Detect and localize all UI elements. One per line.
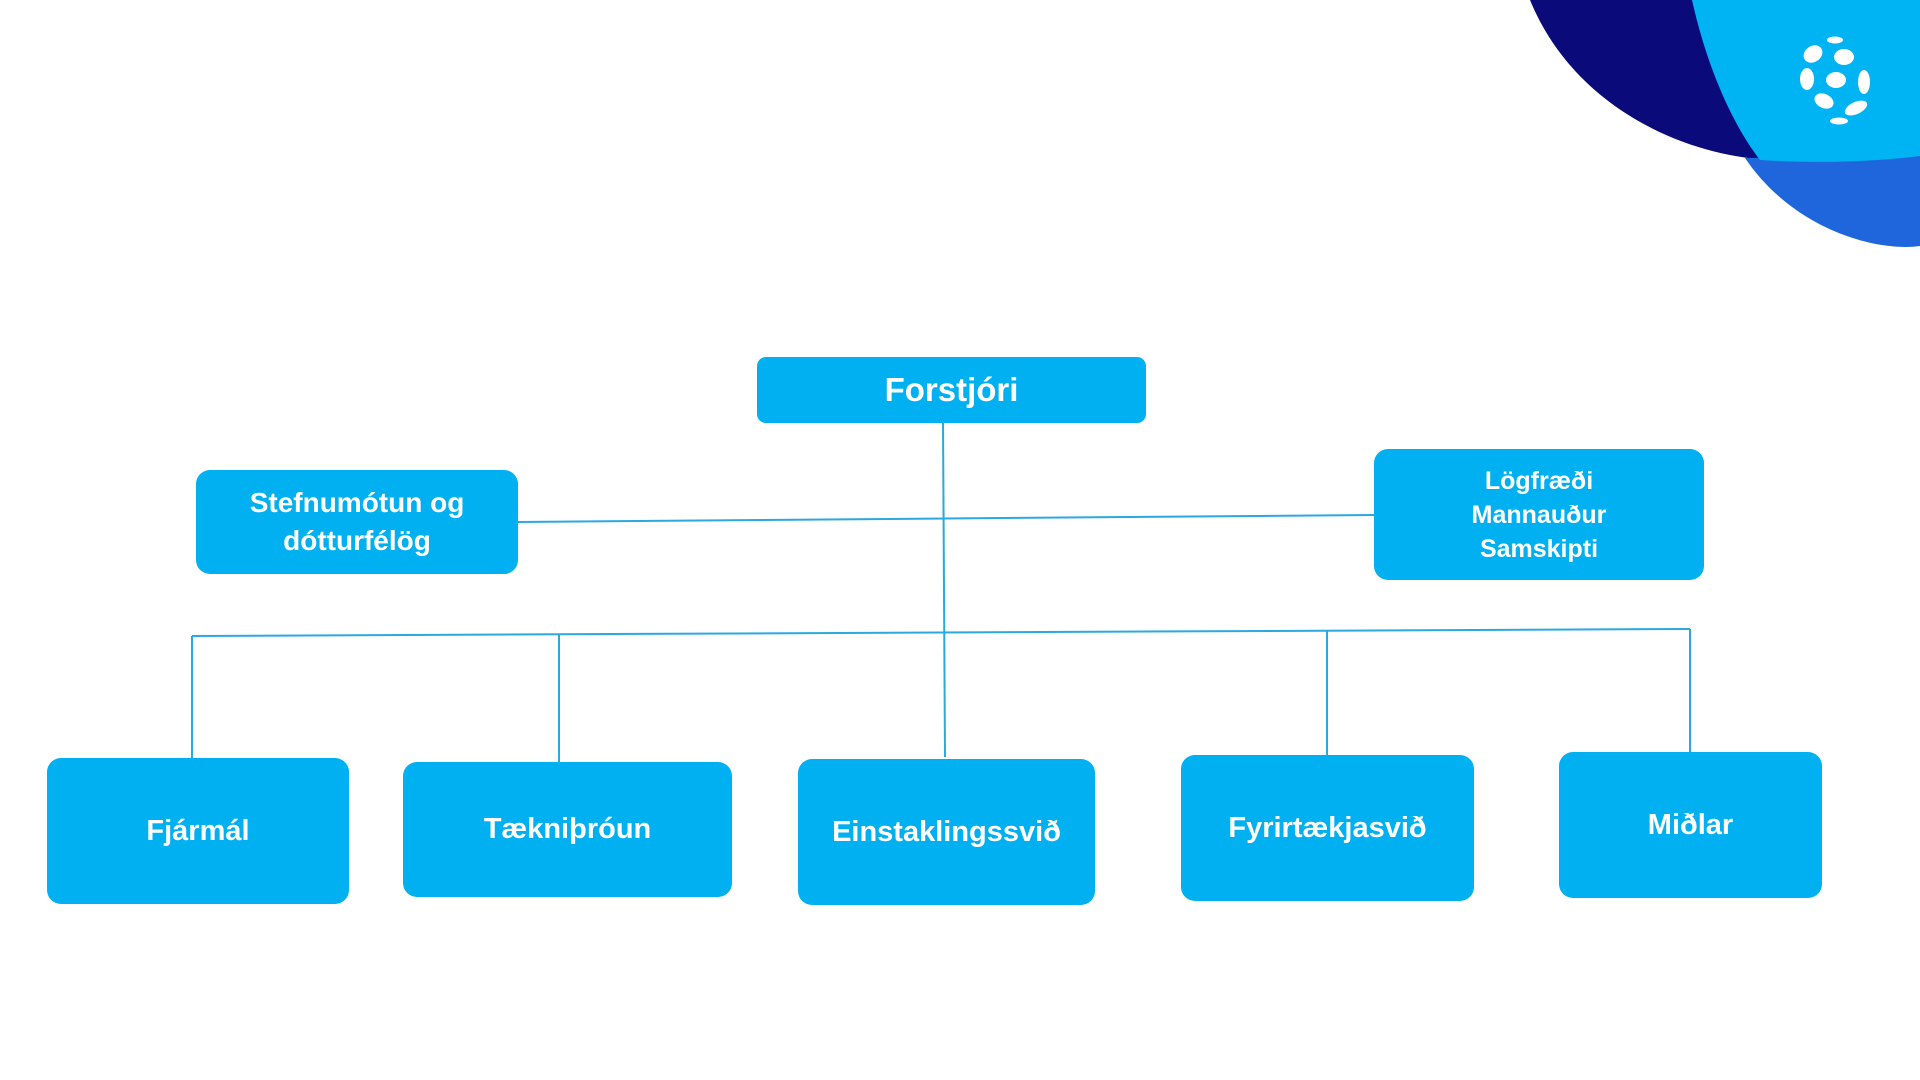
staff-label-legal: Lögfræði xyxy=(1484,466,1594,495)
division-label-media: Miðlar xyxy=(1647,808,1734,841)
division-box-technology: Tækniþróun xyxy=(403,762,732,897)
dotted-circle-logo-icon xyxy=(1800,36,1870,125)
corner-mid-shape xyxy=(1745,155,1920,247)
division-label-finance: Fjármál xyxy=(146,814,250,847)
division-label-technology: Tækniþróun xyxy=(483,813,652,845)
staff-label-hr: Mannauður xyxy=(1471,500,1607,529)
connector-ceo-trunk xyxy=(942,422,946,758)
strategy-label-line-1: Stefnumótun og xyxy=(249,487,465,518)
division-box-corporate: Fyrirtækjasvið xyxy=(1181,755,1474,901)
corner-decoration xyxy=(1530,0,1920,247)
division-label-individuals: Einstaklingssvið xyxy=(832,815,1061,848)
division-box-individuals: Einstaklingssvið xyxy=(798,759,1095,905)
ceo-box: Forstjóri xyxy=(757,357,1146,423)
ceo-label: Forstjóri xyxy=(884,371,1019,408)
division-label-corporate: Fyrirtækjasvið xyxy=(1228,811,1427,844)
division-box-media: Miðlar xyxy=(1559,752,1822,898)
staff-label-communications: Samskipti xyxy=(1479,534,1599,563)
strategy-label-line-2: dótturfélög xyxy=(283,525,431,556)
staff-functions-box: Lögfræði Mannauður Samskipti xyxy=(1374,449,1704,580)
connector-staff-branch xyxy=(517,514,1375,523)
connector-lines xyxy=(191,422,1691,762)
division-box-finance: Fjármál xyxy=(47,758,349,904)
connector-division-bar xyxy=(191,628,1691,637)
strategy-box: Stefnumótun og dótturfélög xyxy=(196,470,518,574)
